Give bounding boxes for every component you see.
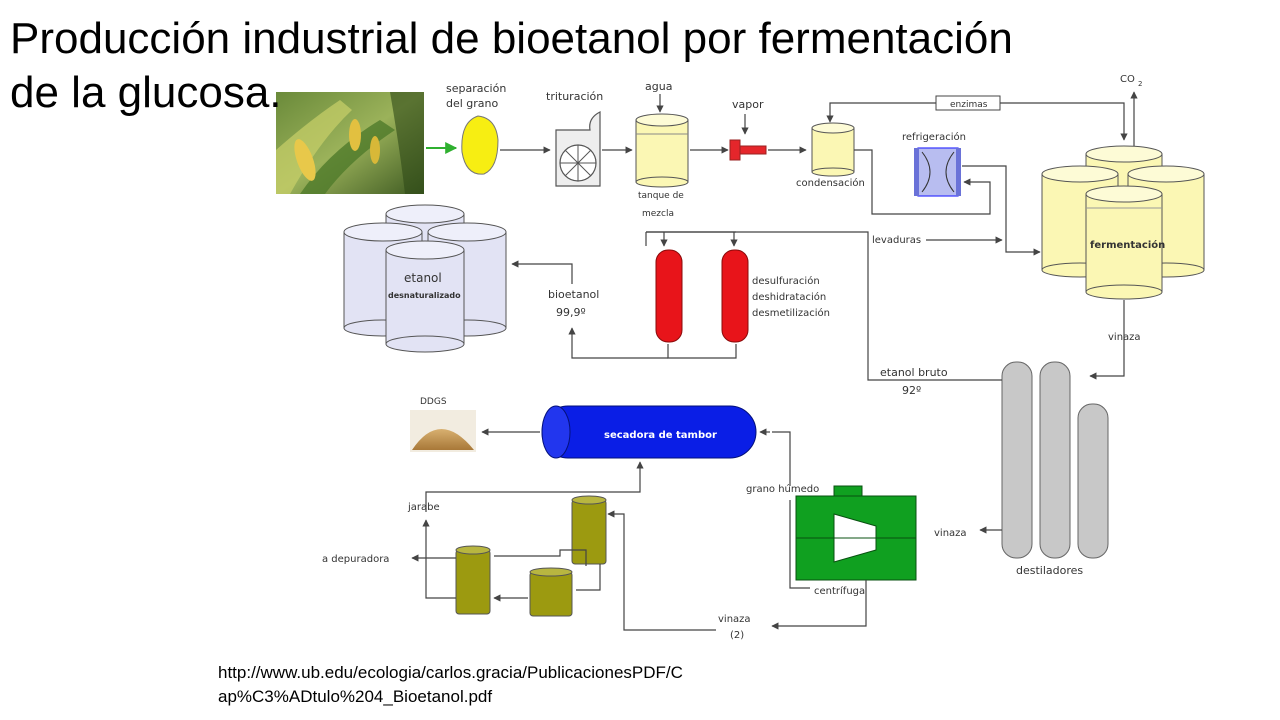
label-vinaza2-2: (2) (730, 630, 744, 641)
fermentation-tanks (1041, 145, 1205, 300)
label-grano-humedo: grano húmedo (746, 483, 819, 495)
label-separacion-2: del grano (446, 97, 499, 110)
label-jarabe: jarabe (407, 502, 440, 513)
ddgs-pile-photo (410, 410, 476, 452)
label-etanol-bruto: etanol bruto (880, 366, 948, 379)
label-fermentacion: fermentación (1090, 239, 1165, 251)
label-vinaza2: vinaza (718, 614, 751, 625)
source-url[interactable]: http://www.ub.edu/ecologia/carlos.gracia… (218, 661, 683, 709)
title-line-1: Producción industrial de bioetanol por f… (10, 14, 1013, 63)
label-bioetanol: bioetanol (548, 288, 599, 301)
label-deshidratacion: deshidratación (752, 291, 826, 303)
grain-separation (461, 115, 499, 175)
label-trituracion: trituración (546, 90, 603, 103)
grinder (555, 111, 601, 187)
source-url-line-2: ap%C3%ADtulo%204_Bioetanol.pdf (218, 687, 493, 706)
label-etanol-bruto-2: 92º (902, 384, 921, 397)
label-destiladores: destiladores (1016, 564, 1083, 577)
label-co2-sub: 2 (1138, 80, 1142, 88)
mixing-tank (635, 113, 689, 188)
label-separacion: separación (446, 82, 506, 95)
label-desmetilizacion: desmetilización (752, 307, 830, 319)
label-depuradora: a depuradora (322, 554, 389, 565)
label-tanque: tanque de (638, 191, 684, 201)
label-refrigeracion: refrigeración (902, 131, 966, 143)
label-desnaturalizado: desnaturalizado (388, 291, 461, 300)
label-desulfuracion: desulfuración (752, 275, 820, 287)
label-vinaza-top: vinaza (1108, 332, 1141, 343)
label-enzimas: enzimas (950, 100, 988, 110)
label-vapor: vapor (732, 98, 764, 111)
evaporator-tanks (455, 495, 607, 617)
ethanol-storage-tanks (343, 204, 507, 353)
label-ddgs: DDGS (420, 397, 447, 407)
label-tanque-2: mezcla (642, 209, 674, 219)
label-etanol: etanol (404, 271, 442, 285)
page-title: Producción industrial de bioetanol por f… (10, 12, 1270, 120)
label-bioetanol-2: 99,9º (556, 306, 586, 319)
corn-plant-photo (276, 92, 424, 194)
label-co2: CO (1120, 74, 1135, 85)
dehydration-columns (655, 249, 749, 343)
label-vinaza-right: vinaza (934, 528, 967, 539)
title-line-2: de la glucosa. (10, 68, 282, 117)
label-levaduras: levaduras (872, 235, 921, 246)
refrigeration-unit (914, 147, 961, 197)
drum-dryer (541, 405, 757, 459)
condensation-tank (811, 122, 855, 177)
label-condensacion: condensación (796, 177, 865, 189)
label-centrifuga: centrífuga (814, 585, 865, 597)
label-secadora: secadora de tambor (604, 430, 717, 441)
centrifuge (795, 485, 917, 581)
distillation-columns (1001, 361, 1109, 559)
steam-injector (729, 139, 767, 161)
source-url-line-1: http://www.ub.edu/ecologia/carlos.gracia… (218, 663, 683, 682)
label-agua: agua (645, 80, 672, 93)
